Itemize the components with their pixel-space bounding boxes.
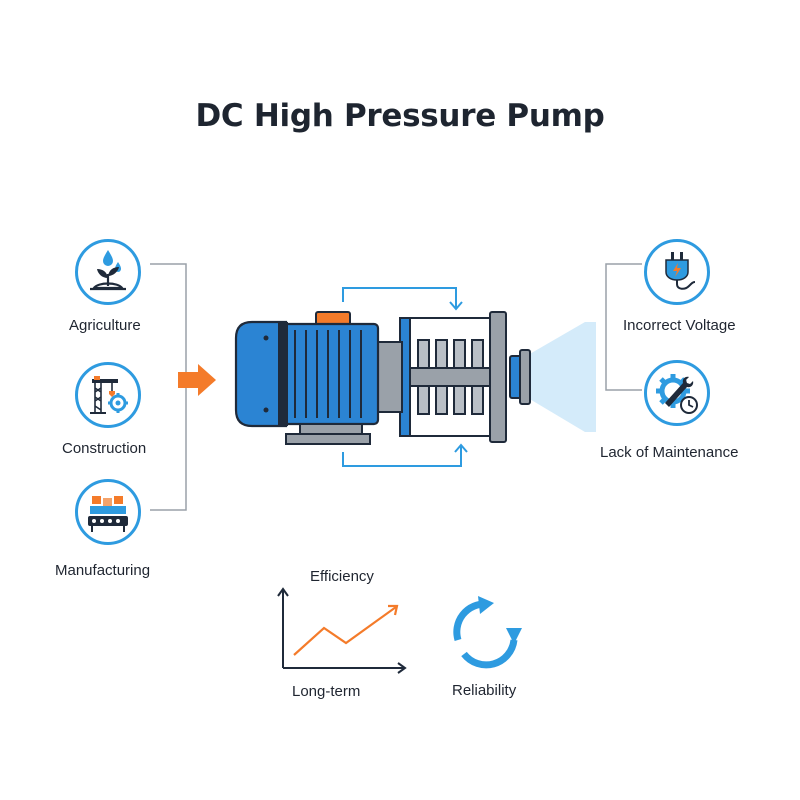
flow-arrow-top (342, 287, 463, 311)
efficiency-chart (277, 587, 407, 674)
input-arrow (178, 364, 216, 396)
lack-of-maintenance-icon (644, 360, 710, 426)
motor-base (299, 423, 363, 435)
flow-arrow-bottom (342, 443, 468, 467)
manufacturing-icon (75, 479, 141, 545)
reliability-cycle-icon (453, 600, 518, 669)
water-spray (528, 322, 596, 432)
construction-icon (75, 362, 141, 428)
issues-bracket (605, 263, 642, 391)
reliability-label: Reliability (452, 682, 517, 699)
page-title: DC High Pressure Pump (195, 98, 605, 134)
long-term-label: Long-term (292, 683, 361, 700)
agriculture-label: Agriculture (69, 317, 141, 334)
incorrect-voltage-label: Incorrect Voltage (623, 317, 736, 334)
incorrect-voltage-icon (644, 239, 710, 305)
pump-end-flange (489, 311, 507, 443)
cooling-fins (294, 330, 362, 418)
motor (234, 311, 380, 445)
motor-body (282, 322, 380, 426)
efficiency-trend-line (293, 606, 397, 656)
efficiency-label: Efficiency (310, 568, 374, 585)
manufacturing-label: Manufacturing (55, 562, 151, 579)
construction-label: Construction (62, 440, 147, 457)
agriculture-icon (75, 239, 141, 305)
pump-shaft (409, 367, 491, 387)
lack-of-maintenance-label: Lack of Maintenance (600, 444, 739, 461)
